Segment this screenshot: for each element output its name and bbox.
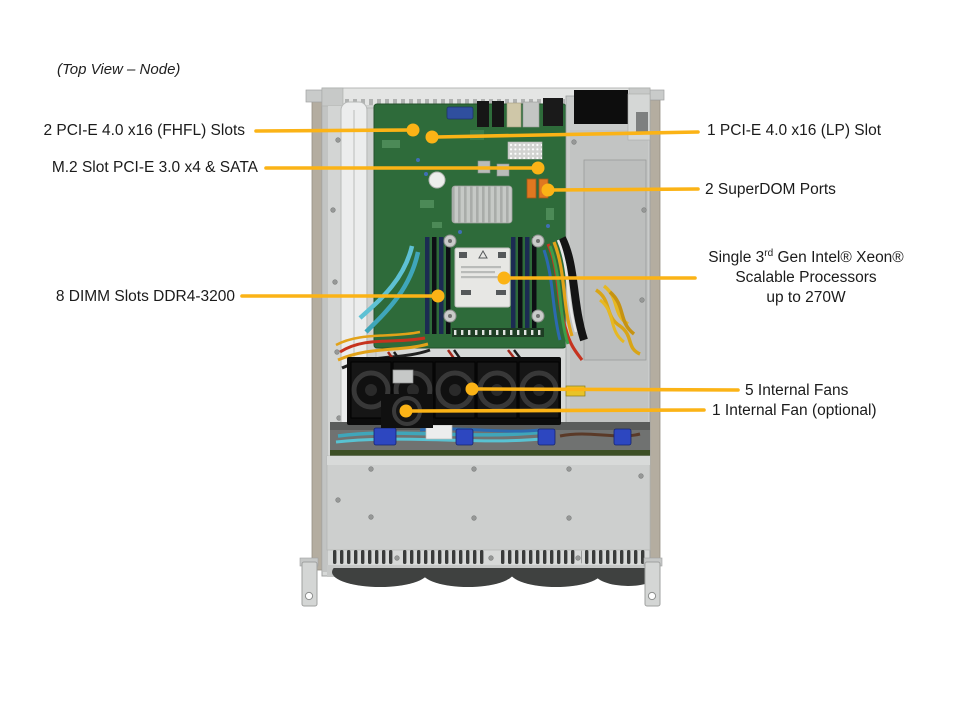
cmos-battery: [428, 171, 446, 189]
rear-io-ports: [446, 98, 563, 128]
chipset-heatsink: [451, 185, 513, 224]
motherboard: [373, 98, 567, 349]
callout-line-dimm-slots: [240, 289, 445, 303]
callout-label-superdom-ports: 2 SuperDOM Ports: [705, 181, 836, 198]
callout-line-fhfl-slots: [254, 123, 420, 137]
usb-ports: [477, 101, 489, 127]
fan-row: [347, 357, 561, 428]
cpu-label-line1: Single 3rd Gen Intel® Xeon®: [708, 247, 904, 266]
callout-line-optional-fan: [399, 404, 706, 418]
backplane: [330, 422, 650, 457]
mounting-ears: [299, 557, 663, 607]
cpu-label-line2: Scalable Processors: [735, 269, 877, 286]
callout-line-cpu: [497, 271, 697, 285]
callout-line-m2-slot: [264, 161, 545, 175]
callout-label-optional-fan: 1 Internal Fan (optional): [712, 402, 877, 419]
psu-bay: [565, 90, 651, 461]
callout-line-fans: [465, 382, 740, 396]
callout-label-pcie-lp-slot: 1 PCI-E 4.0 x16 (LP) Slot: [707, 122, 882, 139]
vga-port: [446, 106, 474, 120]
callout-line-superdom: [541, 183, 700, 197]
callout-label-cpu: Single 3rd Gen Intel® Xeon® Scalable Pro…: [698, 248, 914, 308]
callout-label-internal-fans: 5 Internal Fans: [745, 382, 849, 399]
cpu-socket: [443, 234, 545, 323]
callout-label-dimm-slots: 8 DIMM Slots DDR4-3200: [55, 288, 235, 305]
callout-label-pcie-fhfl-slots: 2 PCI-E 4.0 x16 (FHFL) Slots: [43, 122, 245, 139]
front-section: [326, 455, 651, 587]
cpu-label-line3: up to 270W: [766, 289, 846, 306]
callout-label-m2-slot: M.2 Slot PCI-E 3.0 x4 & SATA: [51, 159, 258, 176]
diagram-title: (Top View – Node): [57, 61, 181, 78]
drive-tray-handles: [332, 568, 650, 587]
callout-line-lp-slot: [425, 130, 700, 144]
callout-lines: [240, 123, 740, 418]
psu-exhaust: [574, 90, 628, 124]
lan-port: [522, 101, 540, 128]
dimm-slots: [425, 237, 537, 334]
